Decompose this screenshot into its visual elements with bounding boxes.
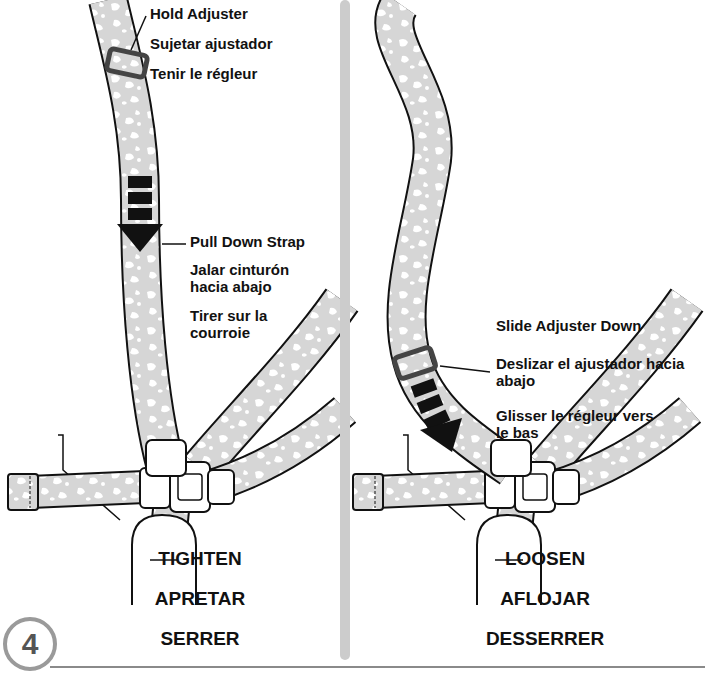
action-label: Glisser le régleur vers le bas — [496, 408, 668, 442]
action-label: Tirer sur la courroie — [190, 308, 296, 342]
callout-number: 4 — [22, 627, 39, 661]
part-label: Tenir le régleur — [150, 66, 340, 83]
part-label: Sujetar ajustador — [150, 36, 340, 53]
action-label: Jalar cinturón hacia abajo — [190, 262, 330, 296]
step-title: LOOSEN — [445, 548, 645, 571]
action-label: Deslizar el ajustador hacia abajo — [496, 356, 694, 390]
action-label: Pull Down Strap — [190, 234, 338, 251]
step-title: DESSERRER — [445, 628, 645, 651]
step-title: TIGHTEN — [100, 548, 300, 571]
step-number-circle: 4 — [3, 617, 57, 671]
action-label: Slide Adjuster Down — [496, 318, 696, 335]
step-title: SERRER — [100, 628, 300, 651]
step-title: APRETAR — [100, 588, 300, 611]
step-title: AFLOJAR — [445, 588, 645, 611]
part-label: Hold Adjuster — [150, 6, 340, 23]
